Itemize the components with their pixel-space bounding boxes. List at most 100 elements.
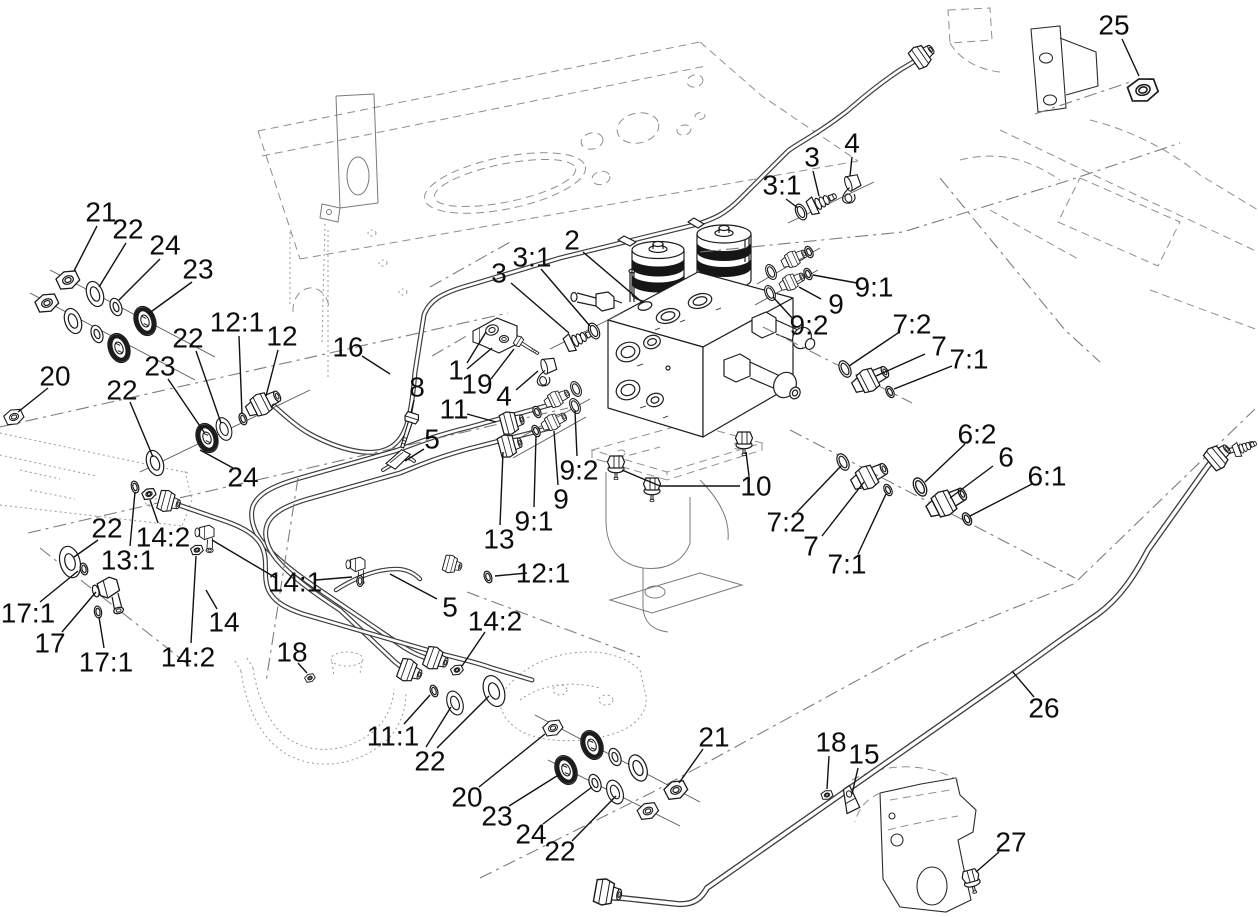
callout-leader-line — [924, 443, 966, 483]
part-oring — [587, 322, 601, 340]
callout-leader-line — [238, 335, 243, 415]
callout-leader-line — [73, 539, 99, 558]
part-flarenut — [1202, 444, 1231, 472]
callout-label: 22 — [112, 214, 143, 245]
callout-7:1: 7:1 — [893, 344, 989, 390]
part-oring — [765, 264, 777, 280]
callout-leader-line — [490, 348, 515, 380]
callout-label: 7:1 — [828, 549, 867, 580]
callout-leader-line — [461, 631, 486, 667]
callout-3: 3 — [804, 142, 820, 197]
callout-label: 3 — [804, 142, 820, 173]
callout-leader-line — [17, 387, 49, 413]
callout-leader-line — [553, 430, 559, 486]
callout-label: 23 — [182, 254, 213, 285]
callout-leader-line — [297, 662, 308, 674]
part-nut — [3, 408, 25, 426]
callout-23: 23 — [481, 773, 561, 832]
callout-7:2: 7:2 — [767, 465, 842, 538]
callout-4: 4 — [496, 370, 539, 412]
callout-18: 18 — [276, 637, 308, 674]
part-grommet — [195, 422, 219, 454]
part-oring_sm — [532, 405, 542, 419]
callout-leader-line — [772, 296, 794, 320]
part-oring_sm — [429, 684, 439, 698]
callout-11: 11 — [439, 394, 497, 425]
callout-leader-line — [848, 332, 899, 367]
callout-7: 7 — [875, 331, 947, 377]
callout-leader-line — [61, 591, 97, 633]
part-fitting3 — [805, 193, 837, 216]
part-nut_sm — [141, 487, 157, 501]
callout-leader-line — [826, 755, 830, 790]
part-washer — [446, 690, 464, 716]
part-grommet — [580, 729, 604, 761]
callout-18: 18 — [815, 727, 847, 790]
callout-7:2: 7:2 — [848, 309, 931, 367]
callout-label: 16 — [332, 332, 363, 363]
callout-leader-line — [621, 469, 661, 487]
callout-label: 21 — [698, 722, 729, 753]
callout-27: 27 — [975, 827, 1027, 873]
callout-7: 7 — [803, 481, 865, 562]
part-flarenut — [395, 657, 423, 682]
callout-label: 17:1 — [79, 647, 134, 678]
callout-23: 23 — [147, 254, 214, 315]
callout-label: 9:1 — [855, 272, 894, 303]
frame-rail-top-left — [257, 41, 859, 260]
part-fitting3 — [1231, 441, 1257, 458]
callout-24: 24 — [199, 449, 259, 493]
tube-14 — [167, 499, 535, 683]
callout-leader-line — [199, 449, 234, 469]
callout-8: 8 — [409, 372, 425, 414]
callout-12: 12 — [265, 321, 298, 397]
callout-leader-line — [571, 795, 617, 842]
callout-leader-line — [821, 481, 865, 537]
callout-13: 13 — [483, 451, 515, 555]
callout-leader-line — [798, 286, 822, 300]
callout-label: 22 — [414, 746, 445, 777]
part-big_washer — [58, 545, 82, 579]
callout-label: 12 — [266, 321, 297, 352]
callout-label: 5 — [424, 424, 440, 455]
callout-label: 7:1 — [950, 344, 989, 375]
callout-leader-line — [785, 198, 799, 209]
callout-leader-line — [410, 399, 415, 414]
part-nut — [636, 801, 660, 821]
callout-leader-line — [129, 401, 154, 458]
frame-upright-bracket — [319, 93, 379, 346]
part-elbow — [345, 556, 366, 586]
callout-23: 23 — [144, 351, 205, 433]
callout-9:1: 9:1 — [515, 435, 553, 537]
part-oring_sm — [93, 605, 103, 619]
part-elbow — [194, 524, 215, 554]
callout-leader-line — [389, 573, 438, 600]
callout-label: 3:1 — [763, 170, 802, 201]
callout-24: 24 — [515, 786, 593, 850]
callout-leader-line — [167, 378, 205, 433]
part-oring — [569, 398, 581, 414]
part-flarenut — [498, 411, 525, 435]
callout-leader-line — [190, 555, 197, 644]
assembly-axis-lines — [29, 181, 875, 827]
part-flangebolt — [734, 431, 754, 457]
part-grommet — [107, 332, 131, 364]
callout-label: 20 — [39, 361, 70, 392]
part-oring_sm — [356, 575, 364, 587]
callout-label: 11:1 — [367, 721, 419, 752]
callout-leader-line — [542, 786, 593, 825]
callout-leader-line — [1121, 38, 1140, 77]
callout-21: 21 — [73, 197, 117, 272]
part-flarenut — [156, 489, 181, 513]
callout-leader-line — [969, 483, 1033, 517]
callout-label: 22 — [172, 323, 203, 354]
part-oring — [912, 477, 928, 497]
callout-1: 1 — [448, 331, 493, 386]
callout-leader-line — [205, 589, 218, 610]
part-washer — [85, 280, 105, 308]
callout-19: 19 — [461, 348, 515, 400]
callout-20: 20 — [451, 733, 546, 813]
part-nut — [34, 293, 60, 313]
